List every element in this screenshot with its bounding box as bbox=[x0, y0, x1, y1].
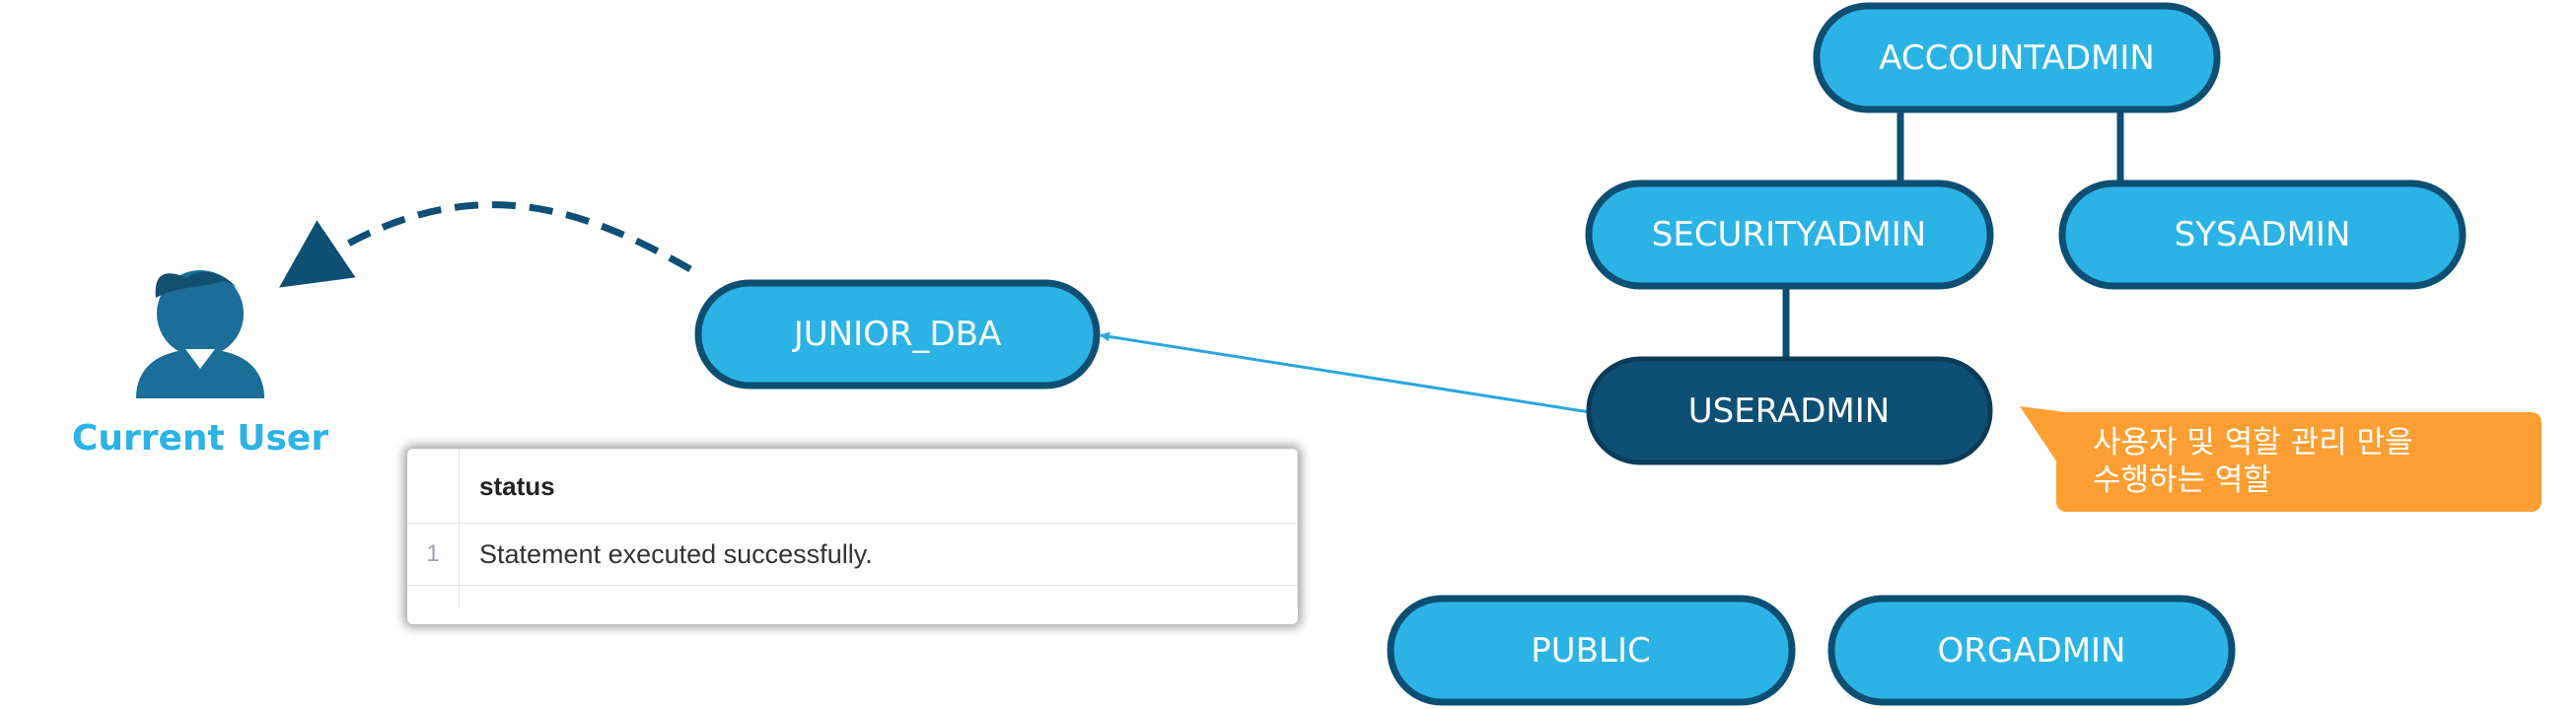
role-public-label: PUBLIC bbox=[1531, 631, 1650, 671]
table-header-row: status bbox=[407, 449, 1298, 524]
role-useradmin[interactable]: USERADMIN bbox=[1586, 356, 1993, 465]
role-securityadmin-label: SECURITYADMIN bbox=[1652, 215, 1926, 254]
table-row-empty bbox=[407, 585, 1298, 607]
query-result-table: status 1 Statement executed successfully… bbox=[407, 449, 1298, 607]
assign-role-dashed-arrow bbox=[279, 201, 692, 288]
role-sysadmin[interactable]: SYSADMIN bbox=[2058, 179, 2467, 290]
query-result-panel: status 1 Statement executed successfully… bbox=[407, 449, 1298, 624]
status-column-header: status bbox=[459, 449, 1298, 524]
row-number: 1 bbox=[407, 523, 460, 586]
row-number-header bbox=[407, 449, 460, 524]
hierarchy-connectors bbox=[1782, 108, 2124, 359]
grant-arrow bbox=[1100, 331, 1591, 414]
status-cell: Statement executed successfully. bbox=[459, 523, 1298, 586]
role-junior-dba[interactable]: JUNIOR_DBA bbox=[694, 279, 1101, 390]
role-securityadmin[interactable]: SECURITYADMIN bbox=[1585, 179, 1994, 290]
callout-line-2: 수행하는 역할 bbox=[2093, 462, 2271, 498]
callout-line-1: 사용자 및 역할 관리 만을 bbox=[2093, 425, 2413, 461]
role-orgadmin[interactable]: ORGADMIN bbox=[1827, 595, 2236, 706]
table-row[interactable]: 1 Statement executed successfully. bbox=[407, 523, 1298, 586]
role-public[interactable]: PUBLIC bbox=[1387, 595, 1796, 706]
role-useradmin-label: USERADMIN bbox=[1688, 391, 1890, 431]
role-junior-dba-label: JUNIOR_DBA bbox=[792, 315, 1002, 354]
user-icon bbox=[136, 270, 264, 398]
useradmin-callout: 사용자 및 역할 관리 만을 수행하는 역할 bbox=[2020, 406, 2541, 512]
role-accountadmin-label: ACCOUNTADMIN bbox=[1879, 38, 2155, 78]
role-orgadmin-label: ORGADMIN bbox=[1938, 631, 2126, 671]
role-sysadmin-label: SYSADMIN bbox=[2175, 215, 2351, 254]
current-user-label: Current User bbox=[72, 418, 328, 459]
role-accountadmin[interactable]: ACCOUNTADMIN bbox=[1813, 2, 2221, 113]
